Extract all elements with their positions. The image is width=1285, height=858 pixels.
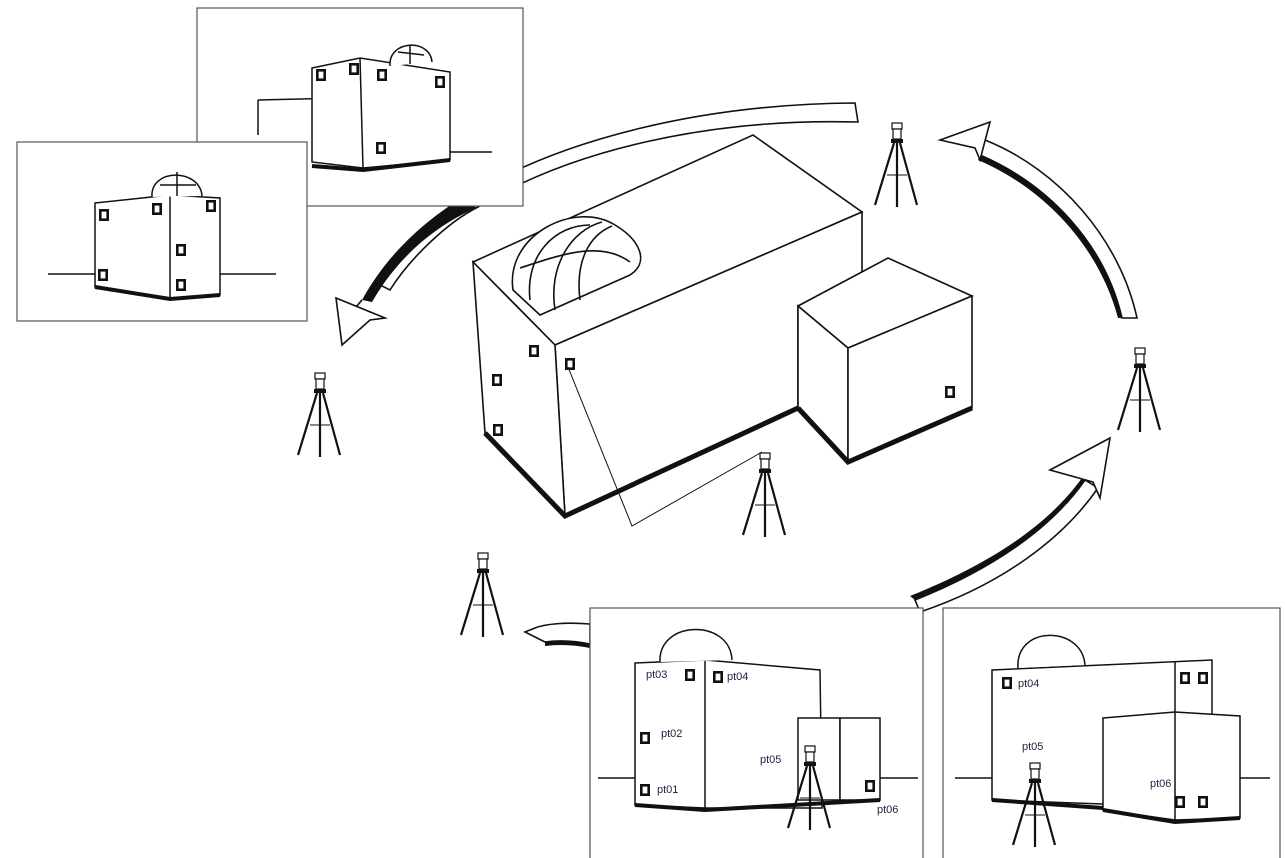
label-pt05: pt05 (760, 754, 781, 766)
arrow-right-upper (937, 120, 1138, 319)
label-pt06: pt06 (877, 804, 898, 816)
inset-left-view (16, 141, 308, 322)
label-pt02: pt02 (661, 728, 682, 740)
label-pt04: pt04 (727, 671, 748, 683)
tripod-right (1116, 346, 1162, 434)
tripod-top-right (873, 121, 919, 209)
sight-lines (567, 366, 763, 527)
label-pt01: pt01 (657, 784, 678, 796)
inset-bottom-right-view: pt04 pt05 pt06 (942, 607, 1281, 858)
label-pt06-right: pt06 (1150, 778, 1171, 790)
label-pt03: pt03 (646, 669, 667, 681)
arrow-bottom-left (523, 622, 591, 648)
arrow-top-head (335, 296, 389, 347)
main-building (471, 134, 975, 520)
inset-bottom-center-view: pt03 pt04 pt02 pt01 pt05 pt06 (589, 607, 924, 858)
tripod-bottom-left (459, 551, 505, 639)
label-pt04-right: pt04 (1018, 678, 1039, 690)
label-pt05-right: pt05 (1022, 741, 1043, 753)
tripod-left (296, 371, 342, 459)
arrow-right-lower (910, 436, 1112, 613)
tripod-center (741, 451, 787, 539)
